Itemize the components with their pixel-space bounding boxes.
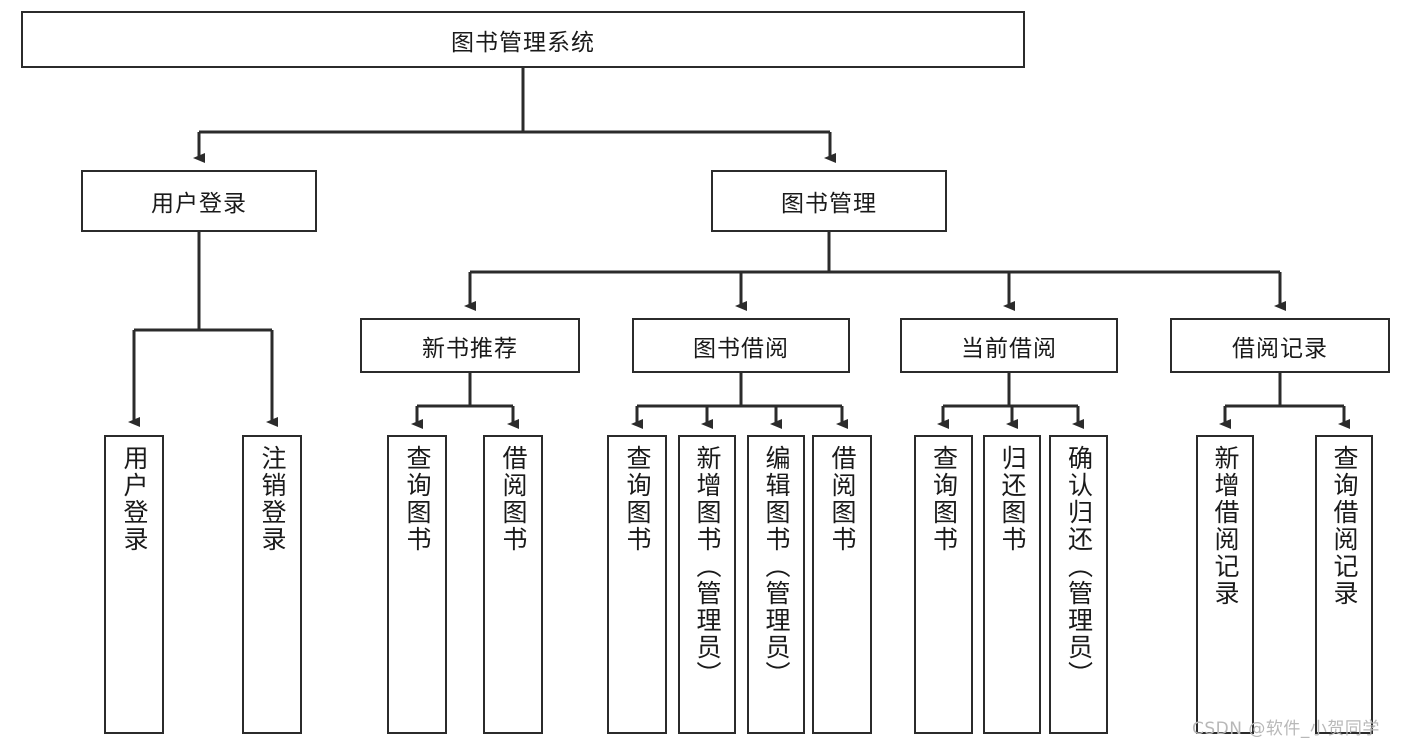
node-leaf-user-login[interactable]: 用户登录: [104, 435, 164, 734]
node-book-manage-label: 图书管理: [781, 191, 877, 217]
node-book-borrow[interactable]: 图书借阅: [632, 318, 850, 373]
node-leaf-query-book-3[interactable]: 查询图书: [914, 435, 973, 734]
node-user-login[interactable]: 用户登录: [81, 170, 317, 232]
node-leaf-user-logout-label: 注销登录: [258, 445, 287, 553]
node-leaf-query-book-1-label: 查询图书: [403, 445, 432, 553]
node-leaf-add-book-admin-label: 新增图书（管理员）: [693, 445, 722, 688]
node-leaf-user-login-label: 用户登录: [120, 445, 149, 553]
node-leaf-borrow-book-1[interactable]: 借阅图书: [483, 435, 543, 734]
node-leaf-confirm-return-admin-label: 确认归还（管理员）: [1064, 445, 1094, 688]
node-leaf-query-book-1[interactable]: 查询图书: [387, 435, 447, 734]
node-leaf-return-book[interactable]: 归还图书: [983, 435, 1041, 734]
node-current-borrow-label: 当前借阅: [961, 335, 1057, 362]
node-leaf-confirm-return-admin[interactable]: 确认归还（管理员）: [1049, 435, 1108, 734]
node-leaf-borrow-book-2[interactable]: 借阅图书: [812, 435, 872, 734]
watermark: CSDN @软件_小贺同学: [1192, 719, 1380, 739]
node-leaf-query-borrow-record-label: 查询借阅记录: [1330, 445, 1359, 607]
node-leaf-borrow-book-1-label: 借阅图书: [499, 445, 528, 553]
node-new-book-recommend[interactable]: 新书推荐: [360, 318, 580, 373]
node-root[interactable]: 图书管理系统: [21, 11, 1025, 68]
node-leaf-return-book-label: 归还图书: [998, 445, 1027, 553]
node-leaf-query-book-3-label: 查询图书: [929, 445, 959, 553]
node-root-label: 图书管理系统: [451, 29, 595, 56]
node-current-borrow[interactable]: 当前借阅: [900, 318, 1118, 373]
node-leaf-add-book-admin[interactable]: 新增图书（管理员）: [678, 435, 736, 734]
node-borrow-record[interactable]: 借阅记录: [1170, 318, 1390, 373]
node-book-borrow-label: 图书借阅: [693, 335, 789, 362]
node-user-login-label: 用户登录: [151, 191, 247, 217]
node-new-book-recommend-label: 新书推荐: [422, 335, 518, 362]
node-leaf-query-book-2-label: 查询图书: [623, 445, 652, 553]
node-book-manage[interactable]: 图书管理: [711, 170, 947, 232]
node-leaf-edit-book-admin[interactable]: 编辑图书（管理员）: [747, 435, 805, 734]
node-leaf-user-logout[interactable]: 注销登录: [242, 435, 302, 734]
node-leaf-add-borrow-record-label: 新增借阅记录: [1211, 445, 1240, 607]
node-leaf-add-borrow-record[interactable]: 新增借阅记录: [1196, 435, 1254, 734]
node-leaf-edit-book-admin-label: 编辑图书（管理员）: [762, 445, 791, 688]
node-leaf-query-book-2[interactable]: 查询图书: [607, 435, 667, 734]
node-leaf-borrow-book-2-label: 借阅图书: [828, 445, 857, 553]
node-borrow-record-label: 借阅记录: [1232, 335, 1328, 362]
node-leaf-query-borrow-record[interactable]: 查询借阅记录: [1315, 435, 1373, 734]
